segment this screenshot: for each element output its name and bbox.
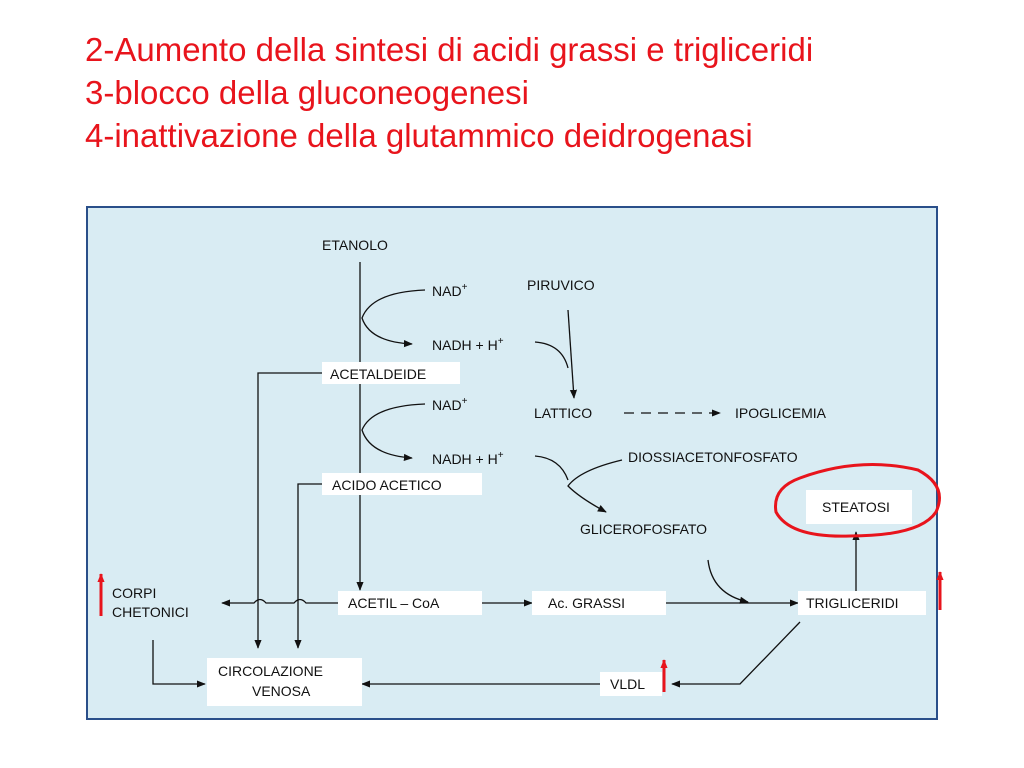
label-diossiacetonfosfato: DIOSSIACETONFOSFATO (628, 449, 798, 465)
label-nad-1: NAD+ (432, 282, 468, 299)
label-corpi: CORPI (112, 585, 156, 601)
corpi-to-circolazione (152, 640, 206, 688)
label-nad-2: NAD+ (432, 396, 468, 413)
label-circolazione: CIRCOLAZIONE (218, 663, 323, 679)
piruvico-to-lattico (567, 309, 578, 399)
label-glicerofosfato: GLICEROFOSFATO (580, 521, 707, 537)
label-acetil-coa: ACETIL – CoA (348, 595, 440, 611)
label-lattico: LATTICO (534, 405, 592, 421)
trigliceridi-to-vldl (671, 621, 801, 688)
acetil-coa-box (338, 591, 482, 615)
nadh2-join (534, 455, 569, 481)
acetaldeide-to-circolazione (254, 372, 322, 649)
label-ipoglicemia: IPOGLICEMIA (735, 405, 827, 421)
acetaldeide-box (322, 362, 460, 384)
label-trigliceridi: TRIGLICERIDI (806, 595, 899, 611)
nad-curve-1 (361, 289, 426, 348)
label-piruvico: PIRUVICO (527, 277, 595, 293)
title-line-4: 4-inattivazione della glutammico deidrog… (85, 117, 753, 154)
acetil-to-corpi (221, 598, 338, 607)
glicero-to-trigliceridi (707, 559, 749, 604)
label-steatosi: STEATOSI (822, 499, 890, 515)
title-line-3: 3-blocco della gluconeogenesi (85, 74, 529, 111)
title-line-2: 2-Aumento della sintesi di acidi grassi … (85, 31, 814, 68)
diossi-to-glicero (567, 459, 623, 513)
label-nadh-1: NADH + H+ (432, 336, 504, 353)
circolazione-box (207, 658, 362, 706)
steatosi-highlight-circle (774, 463, 941, 538)
acidoacetico-to-circolazione (294, 483, 322, 649)
nadh-to-lattico (534, 341, 569, 369)
ac-grassi-box (532, 591, 666, 615)
nad-curve-2 (361, 403, 426, 462)
steatosi-box (806, 490, 912, 524)
label-etanolo: ETANOLO (322, 237, 388, 253)
label-nadh-2: NADH + H+ (432, 450, 504, 467)
label-acetaldeide: ACETALDEIDE (330, 366, 426, 382)
trigliceridi-box (798, 591, 926, 615)
label-vldl: VLDL (610, 676, 645, 692)
label-acido-acetico: ACIDO ACETICO (332, 477, 442, 493)
metabolism-diagram-panel (86, 206, 938, 720)
acido-acetico-box (322, 473, 482, 495)
slide-title: 2-Aumento della sintesi di acidi grassi … (85, 28, 813, 157)
label-chetonici: CHETONICI (112, 604, 189, 620)
vldl-box (600, 672, 662, 696)
label-ac-grassi: Ac. GRASSI (548, 595, 625, 611)
label-venosa: VENOSA (252, 683, 311, 699)
